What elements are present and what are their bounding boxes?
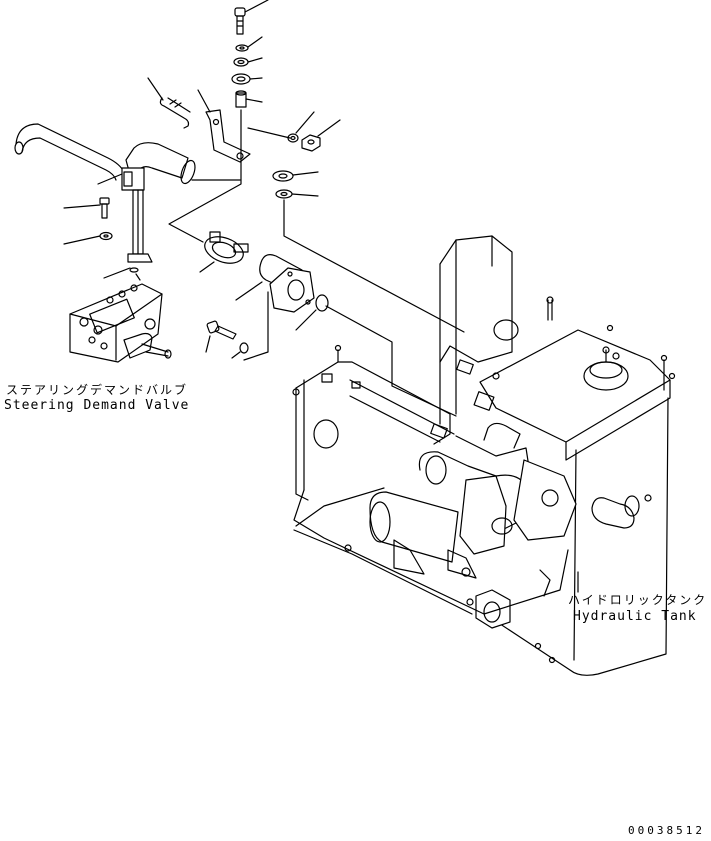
hook-bolt	[147, 77, 191, 129]
bolt-left	[63, 197, 110, 219]
steering-demand-valve-label-jp: ステアリングデマンドバルブ	[6, 383, 189, 397]
small-washer	[287, 111, 315, 143]
o-ring	[295, 294, 457, 417]
mounting-bracket	[197, 89, 251, 163]
washer-lower	[231, 342, 249, 359]
washer-3	[231, 73, 263, 85]
washer-2	[233, 57, 263, 67]
bolt-lower	[205, 320, 237, 353]
washer-5	[275, 189, 319, 199]
pipe-clamp-bracket	[127, 189, 153, 263]
hydraulic-tank-label-jp: ハイドロリックタンク	[568, 593, 708, 607]
hydraulic-tank-label-en: Hydraulic Tank	[573, 609, 697, 624]
flange-pipe	[235, 254, 315, 361]
spacer-collar	[235, 90, 263, 108]
assembly-line-1	[168, 109, 242, 243]
steering-demand-valve-label-en: Steering Demand Valve	[4, 398, 190, 413]
suction-pipe	[14, 123, 196, 191]
washer-1	[235, 36, 263, 52]
steering-demand-valve	[69, 267, 172, 363]
hose-clamp	[199, 231, 249, 273]
hex-nut	[301, 119, 341, 152]
top-bolt	[234, 0, 269, 35]
washer-4	[272, 170, 319, 182]
washer-left	[63, 231, 113, 245]
tank-frame	[292, 235, 676, 676]
drawing-number: 00038512	[628, 824, 705, 837]
leader-washer	[247, 127, 291, 139]
assembly-line-2	[283, 199, 465, 333]
